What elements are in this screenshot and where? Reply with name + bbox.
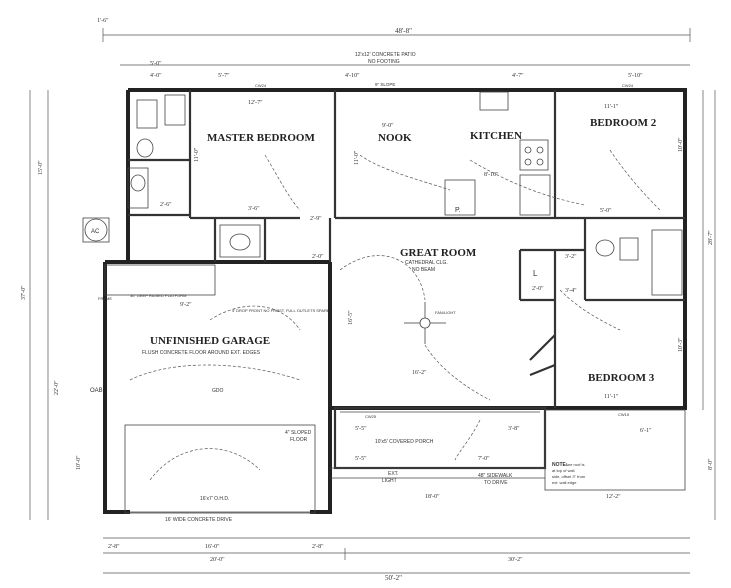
note-line-3: side, offset 3" from [552,474,586,479]
dim-top-d: 4'-10" [345,73,360,79]
great-room-note2: NO BEAM [412,267,435,273]
floor-label: FLOOR [290,437,308,443]
note-line-1: see roof is [566,462,584,467]
fixtures [82,91,683,296]
ext-light-label-2: LIGHT [382,478,397,484]
kitchen-label: KITCHEN [470,130,522,142]
dim-bot-e: 12'-2" [606,494,621,500]
interior-walls [128,90,685,408]
ext-light-label-1: EXT. [388,471,399,477]
dim-bed3-w: 11'-1" [604,394,619,400]
dim-top-c: 5'-7" [218,73,230,79]
garage-note: FLUSH CONCRETE FLOOR AROUND EXT. EDGES [142,350,261,356]
dim-small-b: 3'-6" [248,206,260,212]
dim-porch-a: 5'-5" [355,426,367,432]
bedroom2-label: BEDROOM 2 [590,117,657,129]
dim-bot-d: 18'-0" [425,494,440,500]
window-cw24-b: CW24 [622,83,634,88]
slope-label: 9" SLOPE [375,82,395,87]
dim-top-b: 4'-0" [150,73,162,79]
window-cw15: CW15 [618,412,630,417]
patio-note: NO FOOTING [368,59,400,65]
garage-label: UNFINISHED GARAGE [150,335,270,347]
note-title: NOTE: [552,462,568,468]
sidewalk-label-1: 48" SIDEWALK [478,473,513,479]
gdo-label: GDO [212,388,224,394]
dim-kitchen-w: 8'-10" [484,172,499,178]
dim-nook-w: 9'-0" [382,123,394,129]
dim-small-c: 2'-0" [532,286,544,292]
dim-porch-b: 5'-5" [355,456,367,462]
ceiling-fan-icon [404,302,446,344]
dim-master-h: 11'-0" [194,147,200,162]
dim-master-w: 12'-7" [248,100,263,106]
dim-top-a: 5'-0" [150,61,162,67]
dim-porch-c: 7'-0" [478,456,490,462]
note-line-2: at top of wall [552,468,575,473]
great-room-label: GREAT ROOM [400,247,477,259]
dim-great-h: 16'-5" [348,310,354,325]
dim-bot-b: 16'-0" [205,544,220,550]
dim-top-f: 5'-10" [628,73,643,79]
room-labels: MASTER BEDROOM NOOK KITCHEN BEDROOM 2 GR… [142,52,657,445]
window-cw25: CW25 [365,414,377,419]
note-line-4: ext. wall edge [552,480,577,485]
electrical-wiring [129,149,661,481]
dim-small-f: 6'-1" [640,428,652,434]
nook-label: NOOK [378,132,412,144]
porch-and-drive [124,406,686,514]
dim-left-b: 37'-0" [21,285,27,300]
pantry-label: P. [455,207,461,214]
dim-left-d: 10'-0" [76,455,82,470]
dim-overall-bottom: 50'-2" [385,574,402,582]
dim-right-b: 8'-0" [708,458,714,470]
patio-label: 12'x12' CONCRETE PATIO [355,52,416,58]
dim-small-a: 2'-6" [160,202,172,208]
dim-top-e: 4'-7" [512,73,524,79]
dim-left-c: 22'-0" [54,380,60,395]
dim-small-e: 3'-4" [565,288,577,294]
linen-label: L [533,269,538,278]
ac-label: AC [91,229,100,235]
dimension-labels: 48'-8" 1'-6" 5'-0" 4'-0" 5'-7" 4'-10" 4'… [21,18,714,582]
dim-great-w: 16'-2" [412,370,427,376]
dim-bottom-right: 30'-2" [508,557,523,563]
oab-label: OAB [90,388,103,394]
misc-labels: AC GDO OAB 4" SLOPED FLOOR 16'x7' O.H.D.… [90,82,634,523]
dim-bot-c: 2'-8" [312,544,324,550]
dim-bed2-h: 10'-0" [678,137,684,152]
master-bedroom-label: MASTER BEDROOM [207,132,315,144]
fan-label: FAN/LIGHT [435,310,456,315]
dim-nook-h: 11'-0" [354,150,360,165]
laundry-platform-note: 36" DEEP RAISED PLATFORM [130,293,186,298]
sloped-label: 4" SLOPED [285,430,312,436]
dim-small-i: 2'-0" [312,254,324,260]
dim-right-a: 28'-7" [708,230,714,245]
dim-bot-a: 2'-8" [108,544,120,550]
porch-label: 10'x5' COVERED PORCH [375,439,434,445]
sidewalk-label-2: TO DRIVE [484,480,508,486]
garage-door-label: 16'x7' O.H.D. [200,496,229,502]
dimension-lines [29,28,716,574]
dim-garage-w: 9'-2" [180,302,192,308]
dim-overall-top: 48'-8" [395,27,412,35]
dim-left-a: 15'-0" [38,160,44,175]
bedroom3-label: BEDROOM 3 [588,372,655,384]
dim-bed3-h: 10'-3" [678,337,684,352]
dim-small-h: 5'-0" [600,208,612,214]
window-frame-note: 4' DROP FRONT NO FROST, FULL OUTLETS SPA… [232,308,330,313]
great-room-note1: CATHEDRAL CLG. [405,260,448,266]
frame-label: FRAME [98,296,112,301]
dim-small-g: 2'-9" [310,216,322,222]
window-cw24-a: CW24 [255,83,267,88]
drive-label: 16' WIDE CONCRETE DRIVE [165,517,233,523]
dim-bed2-w: 11'-1" [604,104,619,110]
dim-bottom-left: 20'-0" [210,557,225,563]
dim-small-d: 3'-2" [565,254,577,260]
dim-porch-d: 3'-8" [508,426,520,432]
dim-top-left: 1'-6" [97,18,109,24]
